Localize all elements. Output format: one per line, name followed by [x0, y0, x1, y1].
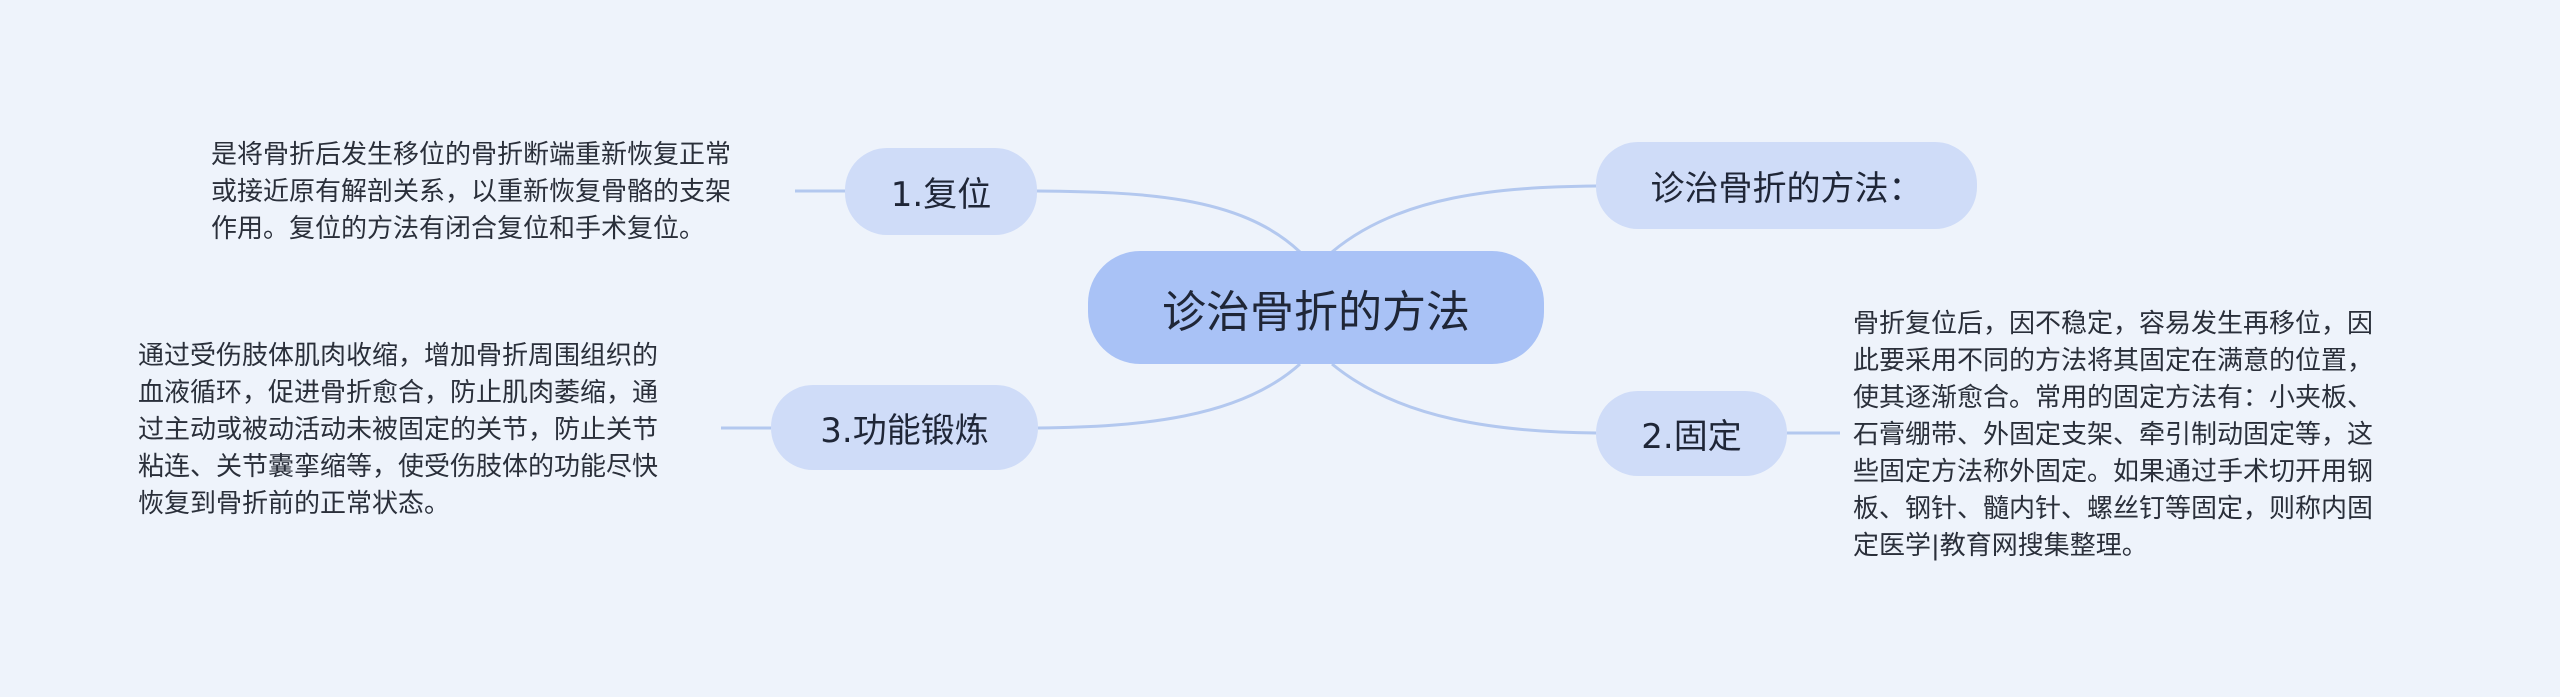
- branch-node-duanlian-label: 3.功能锻炼: [820, 411, 989, 451]
- branch-node-fangfa-label: 诊治骨折的方法：: [1650, 169, 1923, 209]
- root-node-label: 诊治骨折的方法: [1162, 286, 1470, 338]
- connector-root-guding: [1331, 362, 1597, 435]
- leaf-text-fuwei[interactable]: 是将骨折后发生移位的骨折断端重新恢复正常 或接近原有解剖关系，以重新恢复骨骼的支…: [211, 140, 732, 244]
- branch-node-fuwei[interactable]: 1.复位: [845, 148, 1037, 235]
- leaf-text-guding[interactable]: 骨折复位后，因不稳定，容易发生再移位，因 此要采用不同的方法将其固定在满意的位置…: [1853, 309, 2374, 561]
- connector-root-duanlian: [1037, 362, 1302, 430]
- connector-root-fangfa: [1331, 184, 1597, 254]
- branch-node-duanlian[interactable]: 3.功能锻炼: [771, 385, 1038, 470]
- root-node[interactable]: 诊治骨折的方法: [1088, 251, 1544, 364]
- branch-node-guding[interactable]: 2.固定: [1596, 391, 1787, 476]
- leaf-text-duanlian[interactable]: 通过受伤肢体肌肉收缩，增加骨折周围组织的 血液循环，促进骨折愈合，防止肌肉萎缩，…: [138, 341, 659, 519]
- connector-root-fuwei: [1036, 189, 1302, 254]
- branch-node-fuwei-label: 1.复位: [890, 175, 992, 215]
- branch-node-guding-label: 2.固定: [1641, 417, 1742, 457]
- branch-node-fangfa[interactable]: 诊治骨折的方法：: [1596, 142, 1977, 229]
